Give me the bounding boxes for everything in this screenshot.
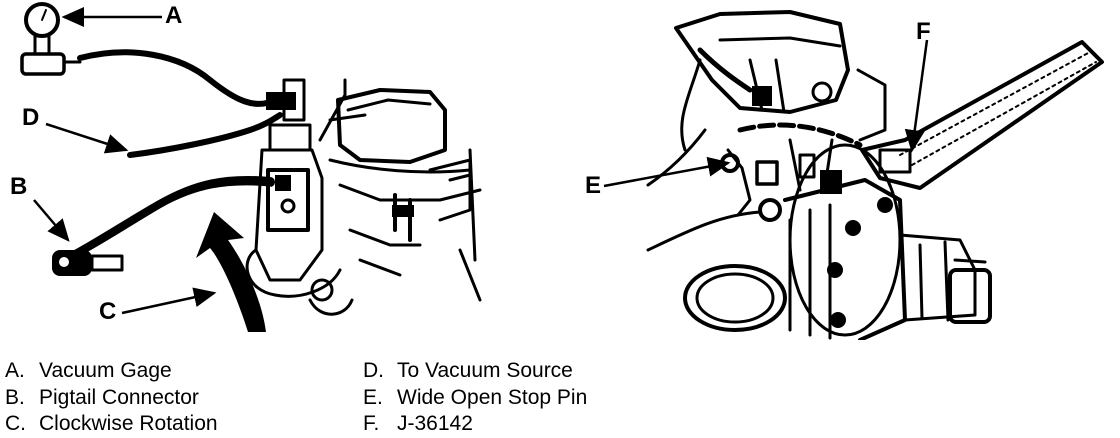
legend-text: Vacuum Gage — [39, 359, 172, 382]
legend-item-b: B. Pigtail Connector — [5, 385, 218, 412]
legend-text: Wide Open Stop Pin — [397, 385, 588, 409]
pump-body — [646, 143, 992, 340]
legend-item-d: D. To Vacuum Source — [363, 358, 587, 385]
legend-key: B. — [5, 385, 25, 409]
legend-left-column: A. Vacuum Gage B. Pigtail Connector C. Cloc… — [5, 358, 218, 438]
legend-item-c: C. Clockwise Rotation — [5, 411, 218, 438]
left-illustration — [20, 2, 482, 332]
pigtail-connector-icon — [52, 250, 124, 276]
right-callout-leaders — [603, 39, 929, 188]
callout-e: E — [585, 172, 602, 199]
legend-item-a: A. Vacuum Gage — [5, 358, 218, 385]
legend-key: E. — [363, 385, 383, 409]
callout-a: A — [165, 2, 183, 29]
rotation-arrow-icon — [196, 212, 266, 332]
right-illustration — [646, 10, 1104, 340]
diagram-artwork — [20, 2, 1104, 340]
callout-b: B — [10, 173, 28, 200]
pump-housing-top — [646, 10, 887, 187]
legend-item-e: E. Wide Open Stop Pin — [363, 385, 587, 412]
legend-right-column: D.To Vacuum Source E.Wide Open Stop Pin … — [363, 358, 587, 438]
vacuum-hose-lower — [127, 112, 283, 158]
throttle-sensor-body — [245, 123, 354, 316]
legend-text: Pigtail Connector — [39, 385, 199, 409]
vacuum-gage-icon — [20, 2, 82, 76]
callout-f: F — [916, 18, 931, 45]
legend-key: C. — [5, 412, 26, 435]
callout-d: D — [22, 104, 40, 131]
gauge-tool-icon — [860, 40, 1104, 190]
legend-key: D. — [363, 359, 384, 382]
legend-key: F. — [363, 412, 380, 435]
legend-text: To Vacuum Source — [397, 359, 573, 382]
stop-pin-area — [720, 122, 863, 222]
callout-c: C — [99, 298, 117, 325]
legend-key: A. — [5, 359, 25, 382]
vacuum-hose-upper — [77, 49, 278, 107]
legend-item-f: F. J-36142 — [363, 411, 587, 438]
legend-text: Clockwise Rotation — [39, 412, 218, 435]
legend-text: J-36142 — [397, 412, 473, 435]
engine-housing — [318, 78, 482, 302]
left-callout-leaders — [33, 7, 217, 315]
